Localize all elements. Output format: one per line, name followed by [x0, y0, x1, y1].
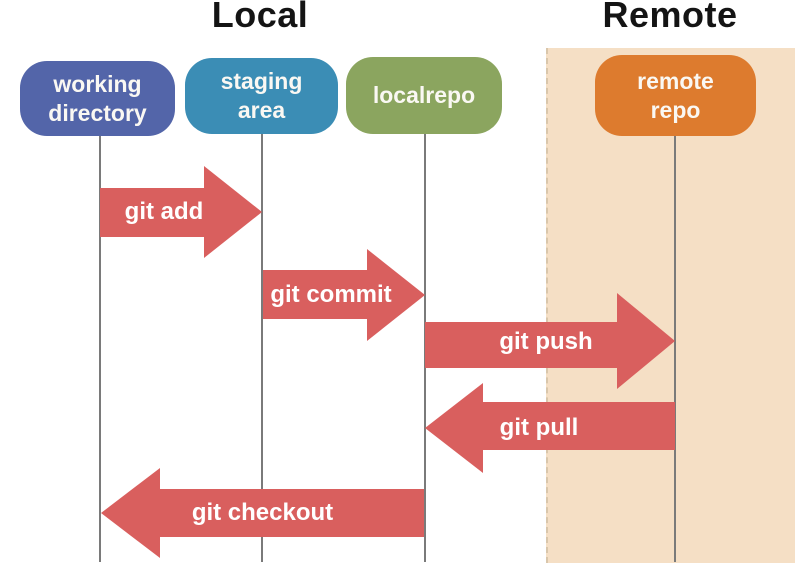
arrow-git-commit-head-icon [367, 249, 425, 341]
arrow-git-add: git add [100, 166, 262, 258]
lane-box-staging-area: staging area [185, 58, 338, 134]
arrow-git-commit: git commit [263, 249, 425, 341]
section-title-local: Local [211, 0, 309, 35]
lifeline-staging-area [261, 134, 263, 562]
arrow-git-add-head-icon [204, 166, 262, 258]
arrow-git-add-shaft [100, 188, 204, 237]
arrow-git-checkout-label: git checkout [191, 499, 334, 526]
lane-box-localrepo: localrepo [346, 57, 502, 134]
arrow-git-pull-shaft [483, 402, 675, 450]
lifeline-remote-repo [674, 134, 676, 562]
arrow-git-checkout-shaft [160, 489, 424, 537]
arrow-git-commit-shaft [263, 270, 367, 319]
lane-box-working-directory: working directory [20, 61, 175, 136]
arrow-git-pull-label: git pull [499, 414, 579, 441]
arrow-git-checkout-head-icon [101, 468, 160, 558]
lifeline-working-directory [99, 134, 101, 562]
arrow-git-push-label: git push [499, 327, 593, 355]
arrow-git-pull: git pull [425, 383, 675, 473]
arrow-git-push-shaft [425, 322, 617, 368]
arrow-git-commit-label: git commit [270, 281, 392, 308]
arrow-git-checkout: git checkout [101, 468, 424, 558]
arrow-git-add-label: git add [124, 198, 204, 225]
arrow-git-push: git push [425, 293, 675, 390]
section-title-remote: Remote [602, 0, 738, 35]
arrow-git-pull-head-icon [425, 383, 483, 473]
arrow-git-push-head-icon [617, 293, 675, 389]
lane-box-remote-repo: remote repo [595, 55, 756, 136]
